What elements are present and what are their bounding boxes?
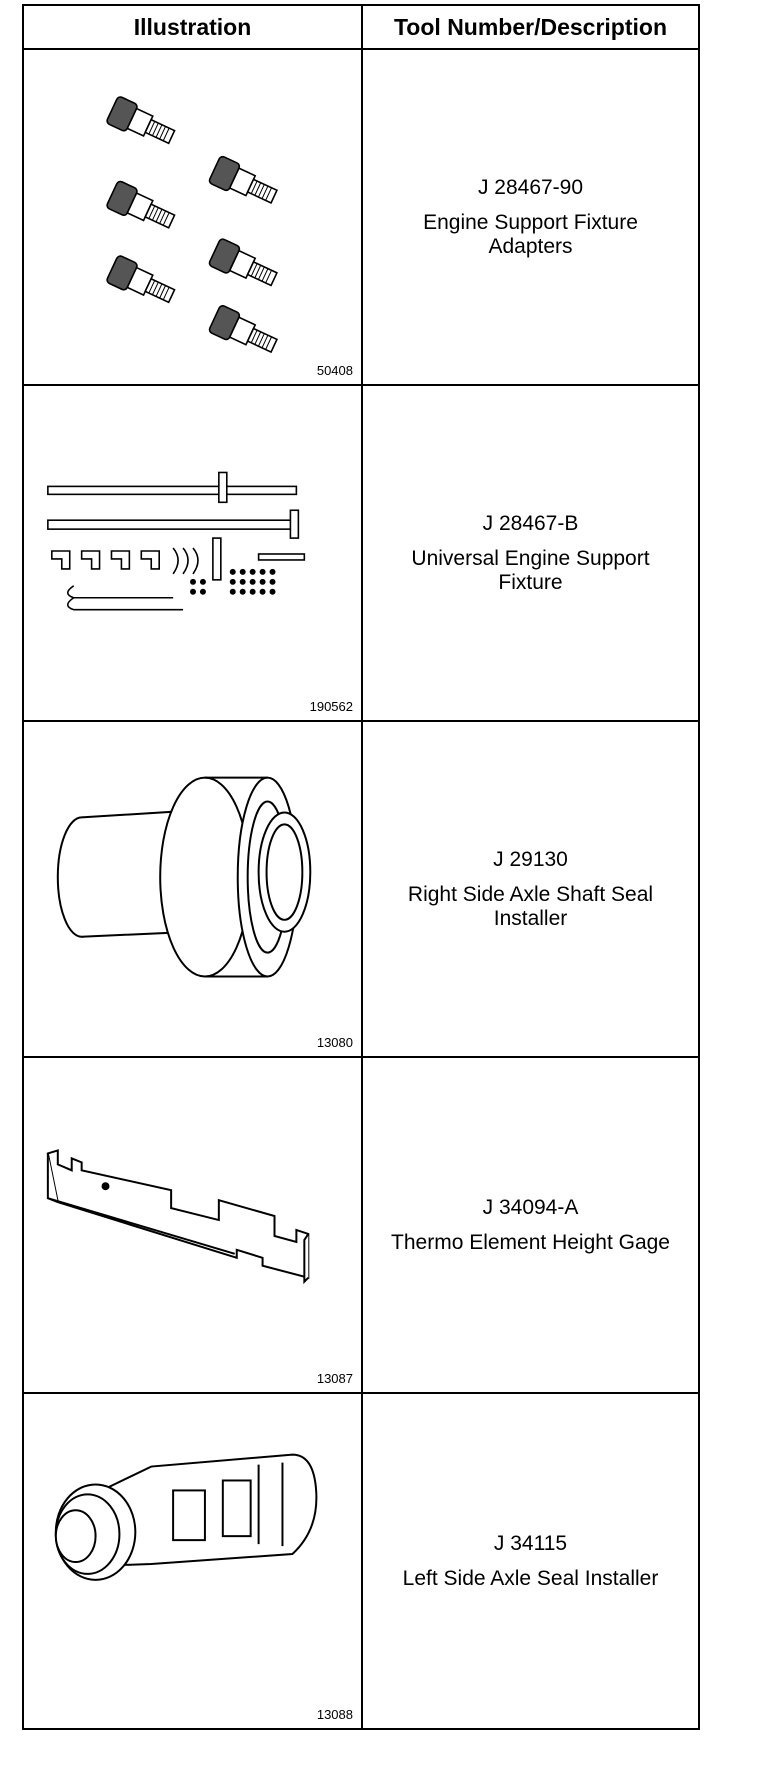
tool-row: 50408 J 28467-90 Engine Support Fixture … [22, 48, 700, 386]
tool-illustration-cell: 13087 [22, 1056, 363, 1394]
tool-number: J 34115 [493, 1532, 568, 1555]
tool-row: 13088 J 34115 Left Side Axle Seal Instal… [22, 1392, 700, 1730]
figure-number: 190562 [309, 699, 353, 714]
special-tools-table: Illustration Tool Number/Description [22, 4, 700, 1730]
tool-row: 190562 J 28467-B Universal Engine Suppor… [22, 384, 700, 722]
right-axle-seal-installer-illustration [56, 776, 312, 978]
tool-description: Thermo Element Height Gage [391, 1231, 670, 1254]
universal-engine-support-fixture-illustration [47, 471, 306, 611]
left-axle-seal-installer-illustration [54, 1453, 318, 1581]
illustration-header: Illustration [22, 4, 363, 50]
tool-illustration-cell: 190562 [22, 384, 363, 722]
tool-row: 13080 J 29130 Right Side Axle Shaft Seal… [22, 720, 700, 1058]
tool-illustration-cell: 50408 [22, 48, 363, 386]
figure-number: 13087 [316, 1371, 353, 1386]
tool-description: Universal Engine Support Fixture [411, 547, 650, 594]
tool-description: Left Side Axle Seal Installer [402, 1567, 659, 1590]
tool-description-cell: J 28467-B Universal Engine Support Fixtu… [361, 384, 700, 722]
tool-number: J 28467-B [482, 512, 579, 535]
header-row: Illustration Tool Number/Description [22, 4, 700, 50]
tool-row: 13087 J 34094-A Thermo Element Height Ga… [22, 1056, 700, 1394]
figure-number: 13080 [316, 1035, 353, 1050]
tool-number: J 28467-90 [477, 176, 584, 199]
tool-description-cell: J 34115 Left Side Axle Seal Installer [361, 1392, 700, 1730]
tool-description: Right Side Axle Shaft Seal Installer [407, 883, 654, 930]
engine-support-adapters-illustration [106, 96, 278, 354]
tool-description: Engine Support Fixture Adapters [423, 211, 638, 258]
figure-number: 50408 [316, 363, 353, 378]
tool-description-cell: J 28467-90 Engine Support Fixture Adapte… [361, 48, 700, 386]
tool-description-header: Tool Number/Description [361, 4, 700, 50]
tool-illustration-cell: 13080 [22, 720, 363, 1058]
tool-description-cell: J 34094-A Thermo Element Height Gage [361, 1056, 700, 1394]
tool-description-cell: J 29130 Right Side Axle Shaft Seal Insta… [361, 720, 700, 1058]
tool-number: J 29130 [493, 848, 568, 871]
tool-number: J 34094-A [482, 1196, 579, 1219]
figure-number: 13088 [316, 1707, 353, 1722]
thermo-element-height-gage-illustration [46, 1149, 310, 1285]
tool-illustration-cell: 13088 [22, 1392, 363, 1730]
